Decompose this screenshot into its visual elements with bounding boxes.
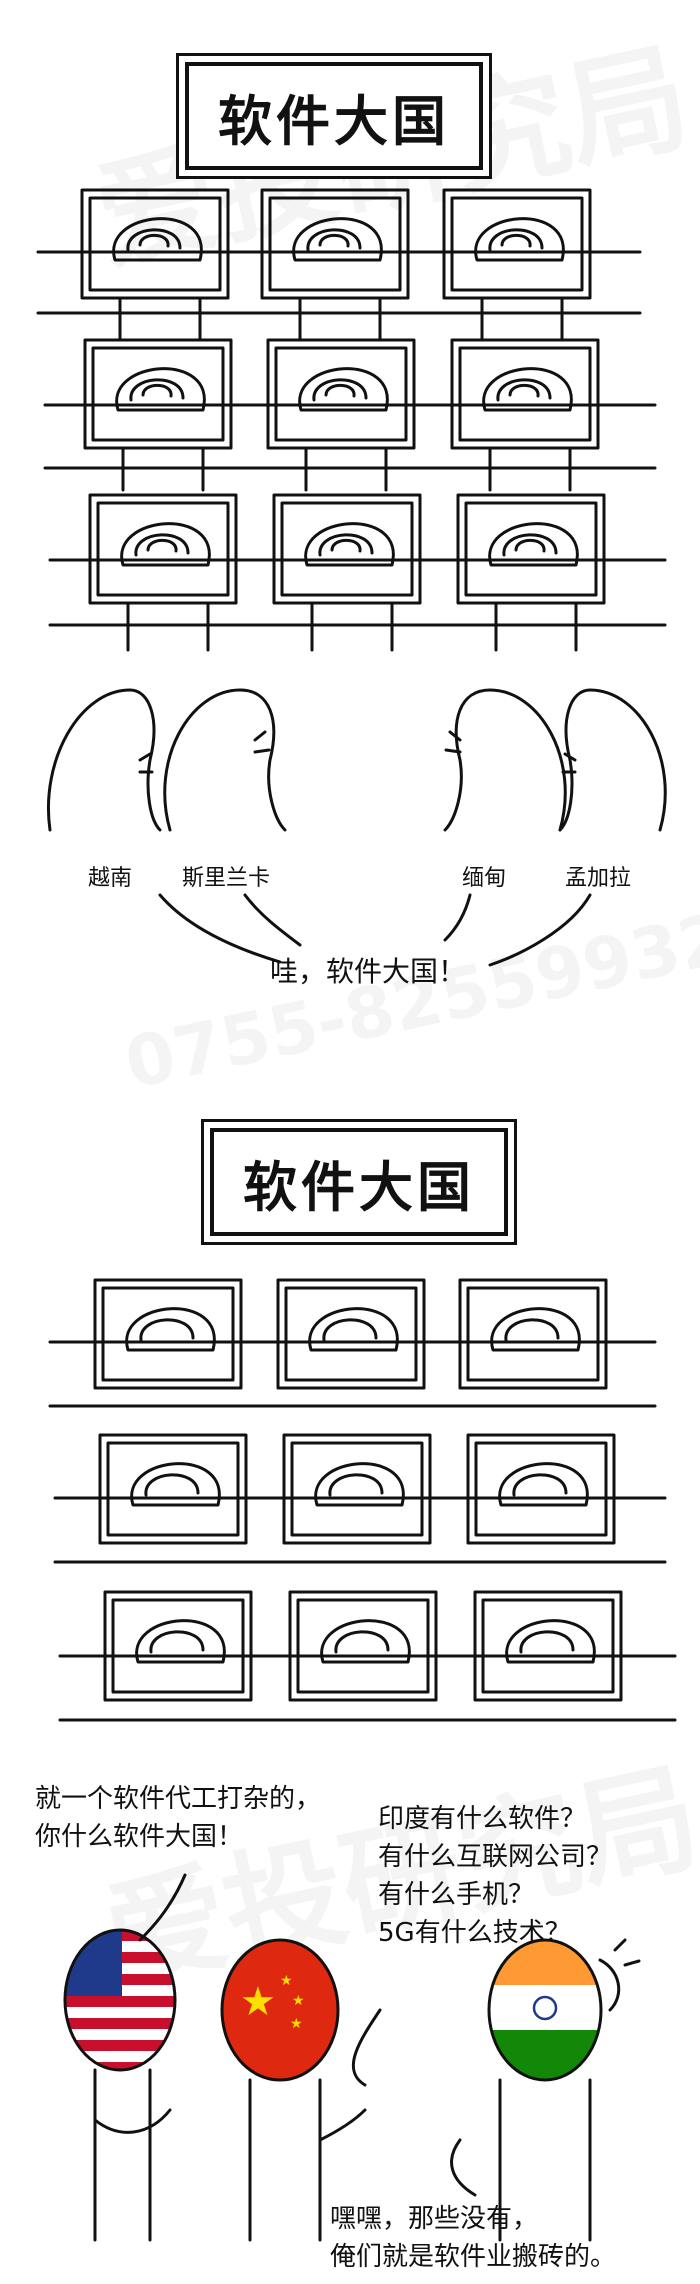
sign-title: 软件大国: [218, 89, 450, 153]
panel-top: 软件大国: [0, 0, 700, 1080]
china-speech-line: 有什么手机？: [378, 1880, 535, 1910]
country-label-vietnam: 越南: [88, 866, 133, 891]
onlookers: [47, 688, 667, 832]
india-speech-line: 嘿嘿，那些没有，: [330, 2204, 539, 2234]
china-speech-line: 5G有什么技术？: [378, 1918, 571, 1948]
china-speech-line: 有什么互联网公司？: [378, 1842, 613, 1872]
country-label-bangladesh: 孟加拉: [565, 866, 632, 891]
software-power-sign: 软件大国: [210, 1128, 508, 1236]
scene-drawing: ★ ★ ★ ★: [48, 1278, 677, 2242]
worker-row-1: [80, 188, 592, 342]
worker-row-2: [83, 338, 600, 492]
india-speech-line: 俺们就是软件业搬砖的。: [330, 2242, 617, 2272]
sign-title: 软件大国: [243, 1155, 475, 1219]
country-label-sri-lanka: 斯里兰卡: [182, 866, 271, 891]
worker-row-3: [103, 1590, 623, 1702]
usa-speech-line: 就一个软件代工打杂的，: [35, 1784, 322, 1814]
india-character: [450, 1938, 641, 2242]
china-speech: 印度有什么软件？ 有什么互联网公司？ 有什么手机？ 5G有什么技术？: [378, 1800, 612, 1952]
usa-speech-line: 你什么软件大国！: [35, 1822, 244, 1852]
china-speech-line: 印度有什么软件？: [378, 1804, 587, 1834]
svg-text:★: ★: [240, 1979, 276, 2025]
exclaim-text: 哇，软件大国！: [270, 955, 467, 988]
svg-text:★: ★: [280, 1973, 293, 1989]
india-speech: 嘿嘿，那些没有， 俺们就是软件业搬砖的。: [330, 2200, 616, 2276]
country-label-myanmar: 缅甸: [462, 866, 507, 891]
worker-row-1: [93, 1278, 608, 1390]
usa-speech: 就一个软件代工打杂的， 你什么软件大国！: [35, 1780, 321, 1856]
panel-bottom: 软件大国: [0, 1080, 700, 2284]
software-power-sign: 软件大国: [185, 62, 483, 170]
worker-row-2: [98, 1433, 616, 1545]
workers-drawing: [36, 188, 667, 967]
worker-row-3: [88, 493, 606, 652]
svg-text:★: ★: [292, 1993, 305, 2009]
svg-text:★: ★: [290, 2016, 303, 2032]
china-character: ★ ★ ★ ★: [220, 1938, 382, 2242]
usa-character: [63, 1928, 177, 2242]
